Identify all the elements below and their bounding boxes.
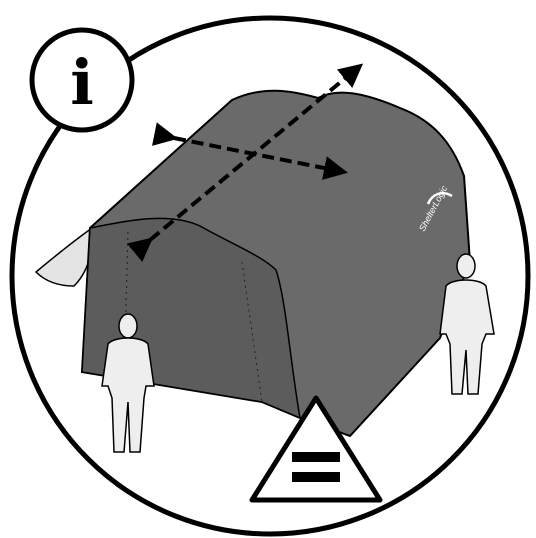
info-icon: i bbox=[32, 30, 132, 130]
info-glyph: i bbox=[70, 46, 94, 119]
